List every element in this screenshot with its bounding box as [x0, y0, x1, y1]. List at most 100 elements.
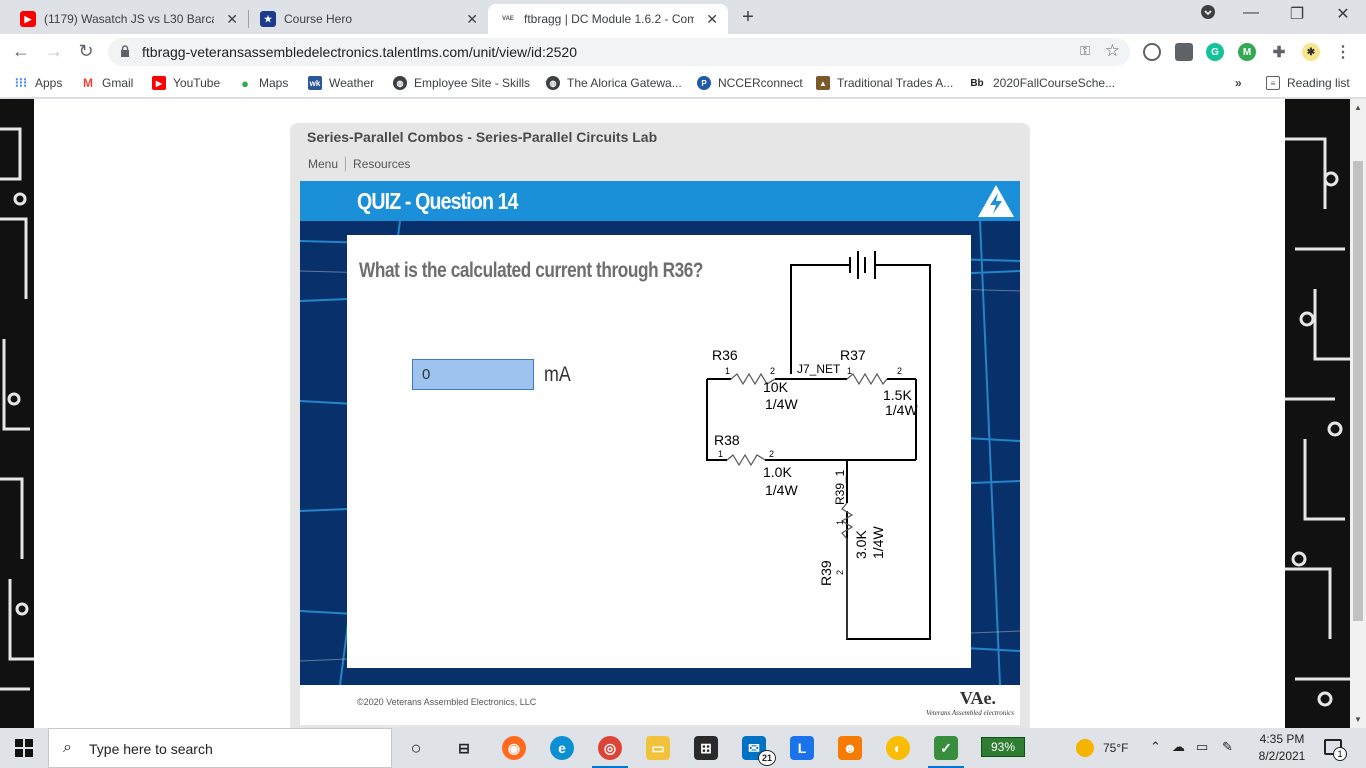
r37-value: 1.5K	[883, 387, 912, 403]
start-button[interactable]	[0, 728, 48, 768]
tab-separator	[248, 10, 249, 28]
tab-course-hero[interactable]: ★ Course Hero ✕	[248, 4, 488, 34]
close-icon[interactable]: ✕	[706, 11, 718, 27]
menu-link[interactable]: Menu	[308, 157, 339, 171]
store-icon[interactable]: ⊞	[694, 736, 718, 760]
taskbar-search-box[interactable]: ⌕ Type here to search	[48, 728, 392, 768]
bookmark-youtube[interactable]: ▶ YouTube	[152, 76, 220, 90]
bookmark-weather[interactable]: wk Weather	[308, 76, 375, 90]
r39-power: 1/4W	[870, 526, 886, 559]
edge-icon[interactable]: e	[550, 736, 574, 760]
maps-icon: ●	[241, 75, 249, 91]
course-title: Series-Parallel Combos - Series-Parallel…	[307, 129, 658, 145]
question-text: What is the calculated current through R…	[359, 259, 704, 282]
chevron-up-icon[interactable]: ⌃	[1150, 739, 1161, 754]
weather-widget[interactable]: 75°F	[1076, 739, 1128, 757]
resources-link[interactable]: Resources	[353, 157, 411, 171]
bookmark-apps[interactable]: ⁝⁝⁝ Apps	[14, 75, 63, 90]
forward-button[interactable]: →	[45, 41, 63, 61]
bookmark-maps[interactable]: ● Maps	[238, 75, 288, 91]
r36-label: R36	[712, 347, 738, 363]
pen-icon[interactable]: ✎	[1222, 739, 1233, 754]
profile-avatar[interactable]: ✱	[1302, 43, 1320, 61]
minimize-button[interactable]: —	[1243, 4, 1259, 21]
r36-pin1: 1	[725, 366, 730, 376]
new-tab-button[interactable]: +	[742, 6, 754, 28]
mail-badge: 21	[758, 750, 776, 766]
r38-label: R38	[714, 432, 740, 448]
page-viewport: Series-Parallel Combos - Series-Parallel…	[0, 99, 1350, 728]
puzzle-icon[interactable]: ✚	[1272, 44, 1286, 61]
quiz-title: QUIZ - Question 14	[357, 188, 519, 214]
reload-button[interactable]: ↻	[78, 41, 94, 61]
bookmarks-overflow[interactable]: »	[1235, 76, 1242, 90]
cortana-icon[interactable]: ○	[410, 737, 422, 758]
menu-icon[interactable]: ⋮	[1335, 44, 1351, 61]
tab-youtube[interactable]: ▶ (1179) Wasatch JS vs L30 Barca - ✕	[8, 4, 248, 34]
address-bar[interactable]: ftbragg-veteransassembledelectronics.tal…	[108, 38, 1130, 66]
url-text: ftbragg-veteransassembledelectronics.tal…	[142, 44, 577, 60]
chrome-icon[interactable]: ◎	[592, 736, 628, 768]
key-icon[interactable]: ⚿	[1080, 43, 1090, 58]
bookmark-blackboard[interactable]: Bb 2020FallCourseSche...	[968, 76, 1115, 90]
scrollbar-thumb[interactable]	[1353, 161, 1363, 621]
bookmark-nccer[interactable]: P NCCERconnect	[697, 76, 803, 90]
bookmark-gmail[interactable]: M Gmail	[83, 76, 134, 90]
close-icon[interactable]: ✕	[226, 11, 238, 27]
back-button[interactable]: ←	[12, 41, 30, 61]
browser-toolbar: ← → ↻ ftbragg-veteransassembledelectroni…	[0, 34, 1366, 70]
firefox-icon[interactable]: ◉	[502, 736, 526, 760]
globe-icon: ◍	[546, 76, 560, 90]
tab-strip: ▶ (1179) Wasatch JS vs L30 Barca - ✕ ★ C…	[0, 0, 1366, 34]
r36-power: 1/4W	[765, 396, 798, 412]
nps-icon: ▲	[816, 76, 830, 90]
clock-time: 4:35 PM	[1259, 732, 1305, 746]
tab-search-icon[interactable]	[1193, 4, 1223, 25]
bookmark-traditional-trades[interactable]: ▲ Traditional Trades A...	[816, 76, 953, 90]
circuit-background-right	[1285, 99, 1350, 728]
bookmark-star-icon[interactable]: ☆	[1104, 41, 1120, 60]
sun-icon	[1076, 739, 1094, 757]
notification-count: 1	[1333, 747, 1347, 761]
r37-pin1: 1	[847, 366, 852, 376]
restore-button[interactable]: ❐	[1289, 6, 1305, 23]
circuit-schematic: R36 1 2 10K 1/4W J7_NET R37 1 2 1.5K 1/4…	[706, 251, 931, 640]
tab-ftbragg[interactable]: VAE ftbragg | DC Module 1.6.2 - Com ✕	[488, 4, 728, 34]
checkbox-app-icon[interactable]: ✓	[928, 736, 964, 768]
lock-icon	[121, 45, 129, 57]
file-explorer-icon[interactable]: ▭	[646, 736, 670, 760]
app-orange-icon[interactable]: ◐	[886, 736, 910, 760]
grammarly-icon[interactable]: G	[1206, 43, 1224, 61]
extension-icon[interactable]	[1175, 43, 1193, 61]
reading-list-button[interactable]: ≡ Reading list	[1266, 76, 1350, 90]
close-window-button[interactable]: ✕	[1336, 6, 1350, 23]
answer-input[interactable]	[412, 359, 534, 390]
battery-symbol	[849, 251, 876, 279]
youtube-icon: ▶	[20, 11, 36, 27]
app-l-icon[interactable]: L	[790, 736, 814, 760]
battery-icon[interactable]: ▭	[1196, 739, 1209, 754]
unit-nav: Menu Resources	[308, 157, 417, 171]
high-voltage-warning-icon	[978, 185, 1014, 217]
clock-date: 8/2/2021	[1258, 749, 1306, 763]
apps-grid-icon: ⁝⁝⁝	[14, 75, 28, 90]
system-clock[interactable]: 4:35 PM 8/2/2021	[1254, 731, 1310, 765]
youtube-icon: ▶	[152, 76, 166, 90]
extension-icon[interactable]	[1143, 43, 1161, 61]
task-view-icon[interactable]: ⊟	[458, 739, 470, 756]
bookmark-employee-site[interactable]: ◍ Employee Site - Skills	[393, 76, 530, 90]
notification-icon[interactable]: 1	[1324, 739, 1347, 761]
app-pumpkin-icon[interactable]: ☻	[838, 736, 862, 760]
scroll-up-icon[interactable]: ▲	[1354, 103, 1362, 112]
battery-indicator[interactable]: 93%	[981, 737, 1025, 757]
mail-icon[interactable]: ✉ 21	[742, 736, 776, 766]
onedrive-icon[interactable]: ☁	[1172, 739, 1185, 754]
extension-icon[interactable]: M	[1238, 43, 1256, 61]
bookmark-alorica[interactable]: ◍ The Alorica Gatewa...	[546, 76, 682, 90]
vae-logo: VAe.	[959, 688, 996, 708]
temperature: 75°F	[1103, 741, 1129, 755]
page-scrollbar[interactable]: ▲ ▼	[1350, 99, 1366, 728]
close-icon[interactable]: ✕	[466, 11, 478, 27]
quiz-slide: QUIZ - Question 14 What is the calculate…	[300, 181, 1020, 685]
scroll-down-icon[interactable]: ▼	[1354, 715, 1362, 724]
